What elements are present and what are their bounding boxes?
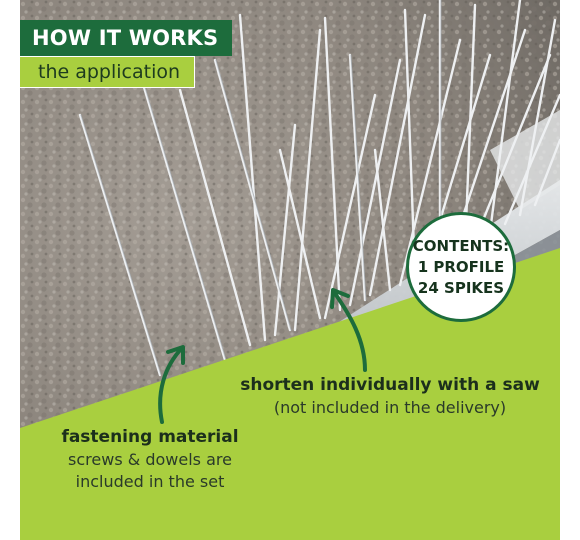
fastening-caption: fastening material screws & dowels are i…	[40, 426, 260, 493]
saw-caption-note: (not included in the delivery)	[273, 398, 507, 417]
fastening-caption-line1: screws & dowels are	[68, 450, 232, 469]
saw-caption: shorten individually with a saw (not inc…	[240, 374, 540, 419]
contents-badge-spikes: 24 SPIKES	[417, 278, 505, 297]
saw-caption-heading: shorten individually with a saw	[240, 375, 540, 395]
application-subtitle: the application	[20, 56, 196, 88]
product-infographic: HOW IT WORKS the application CONTENTS: 1…	[20, 0, 560, 540]
how-it-works-banner: HOW IT WORKS	[20, 20, 233, 56]
green-info-panel	[20, 248, 560, 540]
fastening-caption-line2: included in the set	[75, 472, 225, 491]
contents-badge-heading: CONTENTS:	[412, 236, 510, 255]
contents-badge-profile: 1 PROFILE	[417, 257, 505, 276]
contents-badge: CONTENTS: 1 PROFILE 24 SPIKES	[406, 212, 516, 322]
fastening-caption-heading: fastening material	[61, 427, 239, 447]
